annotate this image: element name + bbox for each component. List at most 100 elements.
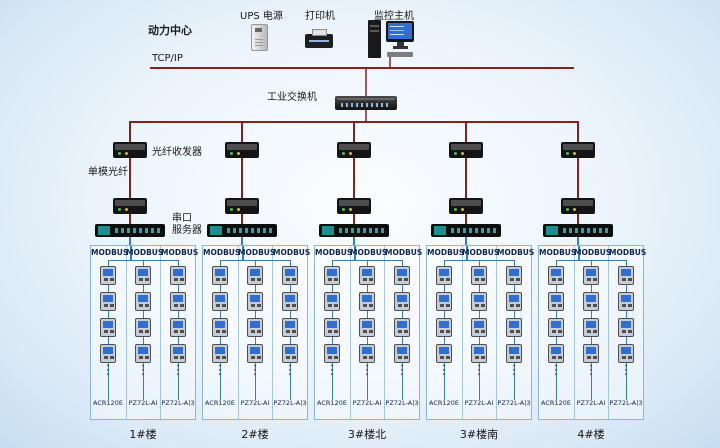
fiber-link-line bbox=[129, 158, 131, 198]
modbus-header-label: MODBUS bbox=[574, 248, 612, 257]
meter-icon bbox=[436, 292, 452, 311]
meter-icon bbox=[618, 318, 634, 337]
meter-model-label: PZ72L-A|3 bbox=[497, 399, 531, 407]
box-divider bbox=[350, 246, 351, 419]
serial-link-line bbox=[241, 237, 243, 245]
modbus-header-label: MODBUS bbox=[91, 248, 129, 257]
meter-icon bbox=[282, 344, 298, 363]
serial-server-icon bbox=[543, 224, 613, 237]
meter-icon bbox=[212, 344, 228, 363]
building-label: 4#楼 bbox=[577, 428, 605, 441]
fiber-link-line bbox=[465, 158, 467, 198]
meter-icon bbox=[506, 318, 522, 337]
modbus-header-label: MODBUS bbox=[126, 248, 164, 257]
meter-model-label: PZ72L-A|3 bbox=[273, 399, 307, 407]
fiber-transceiver-icon bbox=[337, 198, 371, 214]
monitor-host-icon bbox=[368, 18, 420, 62]
building-label: 3#楼南 bbox=[459, 428, 499, 441]
monitor-host-label: 监控主机 bbox=[374, 11, 414, 22]
meter-icon bbox=[247, 266, 263, 285]
meter-icon bbox=[394, 266, 410, 285]
continuation-dots: ⋮ bbox=[248, 363, 262, 378]
continuation-dots: ⋮ bbox=[584, 363, 598, 378]
meter-icon bbox=[247, 292, 263, 311]
meter-model-label: ACR120E bbox=[541, 399, 571, 407]
serial-server-icon bbox=[319, 224, 389, 237]
box-divider bbox=[238, 246, 239, 419]
meter-icon bbox=[100, 266, 116, 285]
meter-icon bbox=[394, 318, 410, 337]
modbus-header-label: MODBUS bbox=[385, 248, 423, 257]
ups-icon bbox=[251, 24, 268, 51]
meter-icon bbox=[282, 292, 298, 311]
meter-icon bbox=[170, 266, 186, 285]
meter-icon bbox=[471, 318, 487, 337]
meter-model-label: PZ72L-AI bbox=[240, 399, 270, 407]
meter-icon bbox=[100, 318, 116, 337]
keyboard-icon bbox=[387, 52, 413, 57]
meter-icon bbox=[212, 318, 228, 337]
meter-icon bbox=[282, 318, 298, 337]
fiber-transceiver-icon bbox=[449, 142, 483, 158]
meter-model-label: PZ72L-AI bbox=[464, 399, 494, 407]
modbus-header-label: MODBUS bbox=[497, 248, 535, 257]
serial-link-line bbox=[577, 237, 579, 245]
fiber-link-line bbox=[129, 214, 131, 224]
bus-stub-line bbox=[354, 246, 356, 260]
meter-icon bbox=[436, 318, 452, 337]
industrial-switch-label: 工业交换机 bbox=[267, 92, 317, 103]
fiber-link-line bbox=[577, 122, 579, 142]
building-label: 1#楼 bbox=[129, 428, 157, 441]
meter-icon bbox=[506, 344, 522, 363]
box-divider bbox=[496, 246, 497, 419]
fiber-link-line bbox=[353, 158, 355, 198]
industrial-switch-icon bbox=[335, 96, 397, 110]
box-divider bbox=[160, 246, 161, 419]
meter-model-label: ACR120E bbox=[317, 399, 347, 407]
monitor-icon bbox=[386, 21, 414, 42]
bus-stub-line bbox=[466, 246, 468, 260]
meter-icon bbox=[583, 266, 599, 285]
monitor-base bbox=[393, 46, 408, 49]
meter-icon bbox=[324, 318, 340, 337]
meter-icon bbox=[394, 292, 410, 311]
power-center-label: 动力中心 bbox=[148, 24, 192, 37]
meter-icon bbox=[135, 266, 151, 285]
meter-icon bbox=[359, 292, 375, 311]
meter-icon bbox=[618, 266, 634, 285]
fiber-transceiver-icon bbox=[449, 198, 483, 214]
continuation-dots: ⋮ bbox=[549, 363, 563, 378]
meter-icon bbox=[618, 292, 634, 311]
printer-label: 打印机 bbox=[305, 11, 335, 22]
continuation-dots: ⋮ bbox=[619, 363, 633, 378]
continuation-dots: ⋮ bbox=[101, 363, 115, 378]
modbus-header-label: MODBUS bbox=[203, 248, 241, 257]
continuation-dots: ⋮ bbox=[213, 363, 227, 378]
meter-icon bbox=[436, 344, 452, 363]
meter-model-label: PZ72L-AI bbox=[352, 399, 382, 407]
meter-model-label: PZ72L-A|3 bbox=[385, 399, 419, 407]
printer-icon bbox=[305, 29, 333, 48]
meter-icon bbox=[135, 344, 151, 363]
serial-server-label: 串口 服务器 bbox=[172, 213, 202, 236]
meter-icon bbox=[359, 318, 375, 337]
modbus-header-label: MODBUS bbox=[539, 248, 577, 257]
fiber-transceiver-icon bbox=[225, 142, 259, 158]
fiber-link-line bbox=[241, 158, 243, 198]
continuation-dots: ⋮ bbox=[395, 363, 409, 378]
fiber-transceiver-icon bbox=[561, 142, 595, 158]
fiber-link-line bbox=[129, 122, 131, 142]
meter-icon bbox=[506, 266, 522, 285]
box-divider bbox=[272, 246, 273, 419]
meter-icon bbox=[506, 292, 522, 311]
continuation-dots: ⋮ bbox=[171, 363, 185, 378]
meter-icon bbox=[583, 318, 599, 337]
continuation-dots: ⋮ bbox=[472, 363, 486, 378]
single-mode-fiber-label: 单模光纤 bbox=[88, 167, 128, 178]
